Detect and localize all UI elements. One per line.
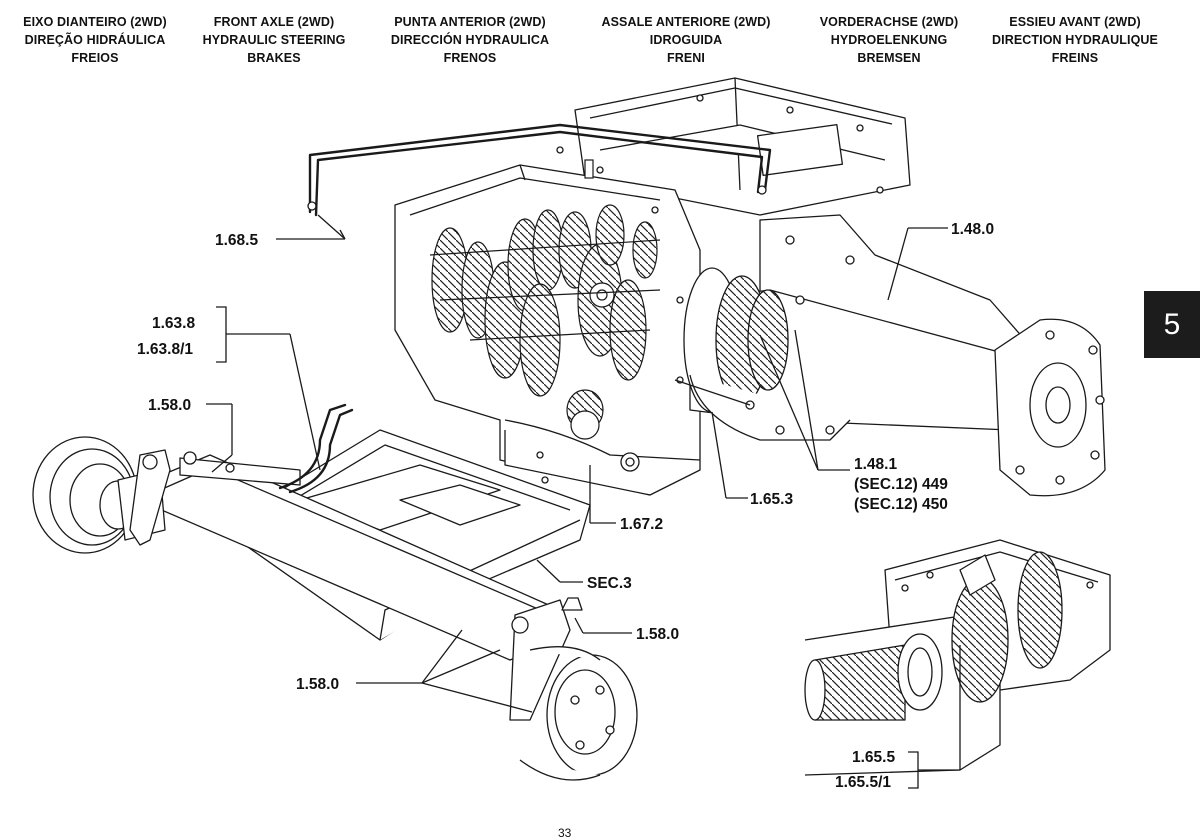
gear-train bbox=[429, 159, 661, 440]
callout-1-65-5: 1.65.5 bbox=[852, 749, 895, 766]
callout-1-58-0-left: 1.58.0 bbox=[148, 397, 191, 414]
header-line: FREIOS bbox=[71, 51, 119, 65]
front-axle-beam bbox=[32, 436, 638, 781]
callout-1-65-3: 1.65.3 bbox=[750, 491, 793, 508]
header-line: DIREÇÃO HIDRÁULICA bbox=[24, 33, 166, 47]
header-line: IDROGUIDA bbox=[649, 33, 723, 47]
header-en: FRONT AXLE (2WD) HYDRAULIC STEERING BRAK… bbox=[176, 13, 372, 67]
callout-sec3: SEC.3 bbox=[587, 575, 632, 592]
callout-1-67-2: 1.67.2 bbox=[620, 516, 663, 533]
header-line: VORDERACHSE (2WD) bbox=[819, 15, 959, 29]
inset-detail bbox=[804, 539, 1111, 776]
callout-1-48-0: 1.48.0 bbox=[951, 221, 994, 238]
callout-1-68-5: 1.68.5 bbox=[215, 232, 258, 249]
header-line: DIRECTION HYDRAULIQUE bbox=[992, 33, 1158, 47]
header-line: FRONT AXLE (2WD) bbox=[213, 15, 335, 29]
header-line: HYDROELENKUNG bbox=[830, 33, 948, 47]
header-line: FREINS bbox=[1051, 51, 1099, 65]
callout-1-63-8-1: 1.63.8/1 bbox=[137, 341, 193, 358]
callout-1-48-1: 1.48.1 bbox=[854, 456, 897, 473]
header-es: PUNTA ANTERIOR (2WD) DIRECCIÓN HYDRAULIC… bbox=[372, 13, 568, 67]
header-line: HYDRAULIC STEERING bbox=[202, 33, 346, 47]
page-number: 33 bbox=[558, 826, 572, 840]
header-pt: EIXO DIANTEIRO (2WD) DIREÇÃO HIDRÁULICA … bbox=[0, 13, 193, 67]
header-line: ASSALE ANTERIORE (2WD) bbox=[601, 15, 771, 29]
callout-1-58-0-bottom: 1.58.0 bbox=[296, 676, 339, 693]
header-line: EIXO DIANTEIRO (2WD) bbox=[23, 15, 167, 29]
drive-axle-housing bbox=[674, 214, 1106, 497]
header-line: FRENI bbox=[667, 51, 705, 65]
leader-lines bbox=[206, 214, 961, 789]
header-de: VORDERACHSE (2WD) HYDROELENKUNG BREMSEN bbox=[791, 13, 987, 67]
section-tab: 5 bbox=[1144, 291, 1200, 358]
header-line: DIRECCIÓN HYDRAULICA bbox=[390, 33, 550, 47]
header-fr: ESSIEU AVANT (2WD) DIRECTION HYDRAULIQUE… bbox=[977, 13, 1173, 67]
header-line: BRAKES bbox=[247, 51, 301, 65]
callout-sec12-449: (SEC.12) 449 bbox=[854, 476, 948, 493]
header-it: ASSALE ANTERIORE (2WD) IDROGUIDA FRENI bbox=[588, 13, 784, 67]
callout-1-65-5-1: 1.65.5/1 bbox=[835, 774, 891, 791]
header-line: ESSIEU AVANT (2WD) bbox=[1009, 15, 1141, 29]
callout-1-63-8: 1.63.8 bbox=[152, 315, 195, 332]
hydraulic-lines bbox=[278, 123, 772, 494]
header-line: BREMSEN bbox=[857, 51, 921, 65]
callout-sec12-450: (SEC.12) 450 bbox=[854, 496, 948, 513]
callout-1-58-0-right: 1.58.0 bbox=[636, 626, 679, 643]
header-line: FRENOS bbox=[443, 51, 497, 65]
header-line: PUNTA ANTERIOR (2WD) bbox=[394, 15, 546, 29]
